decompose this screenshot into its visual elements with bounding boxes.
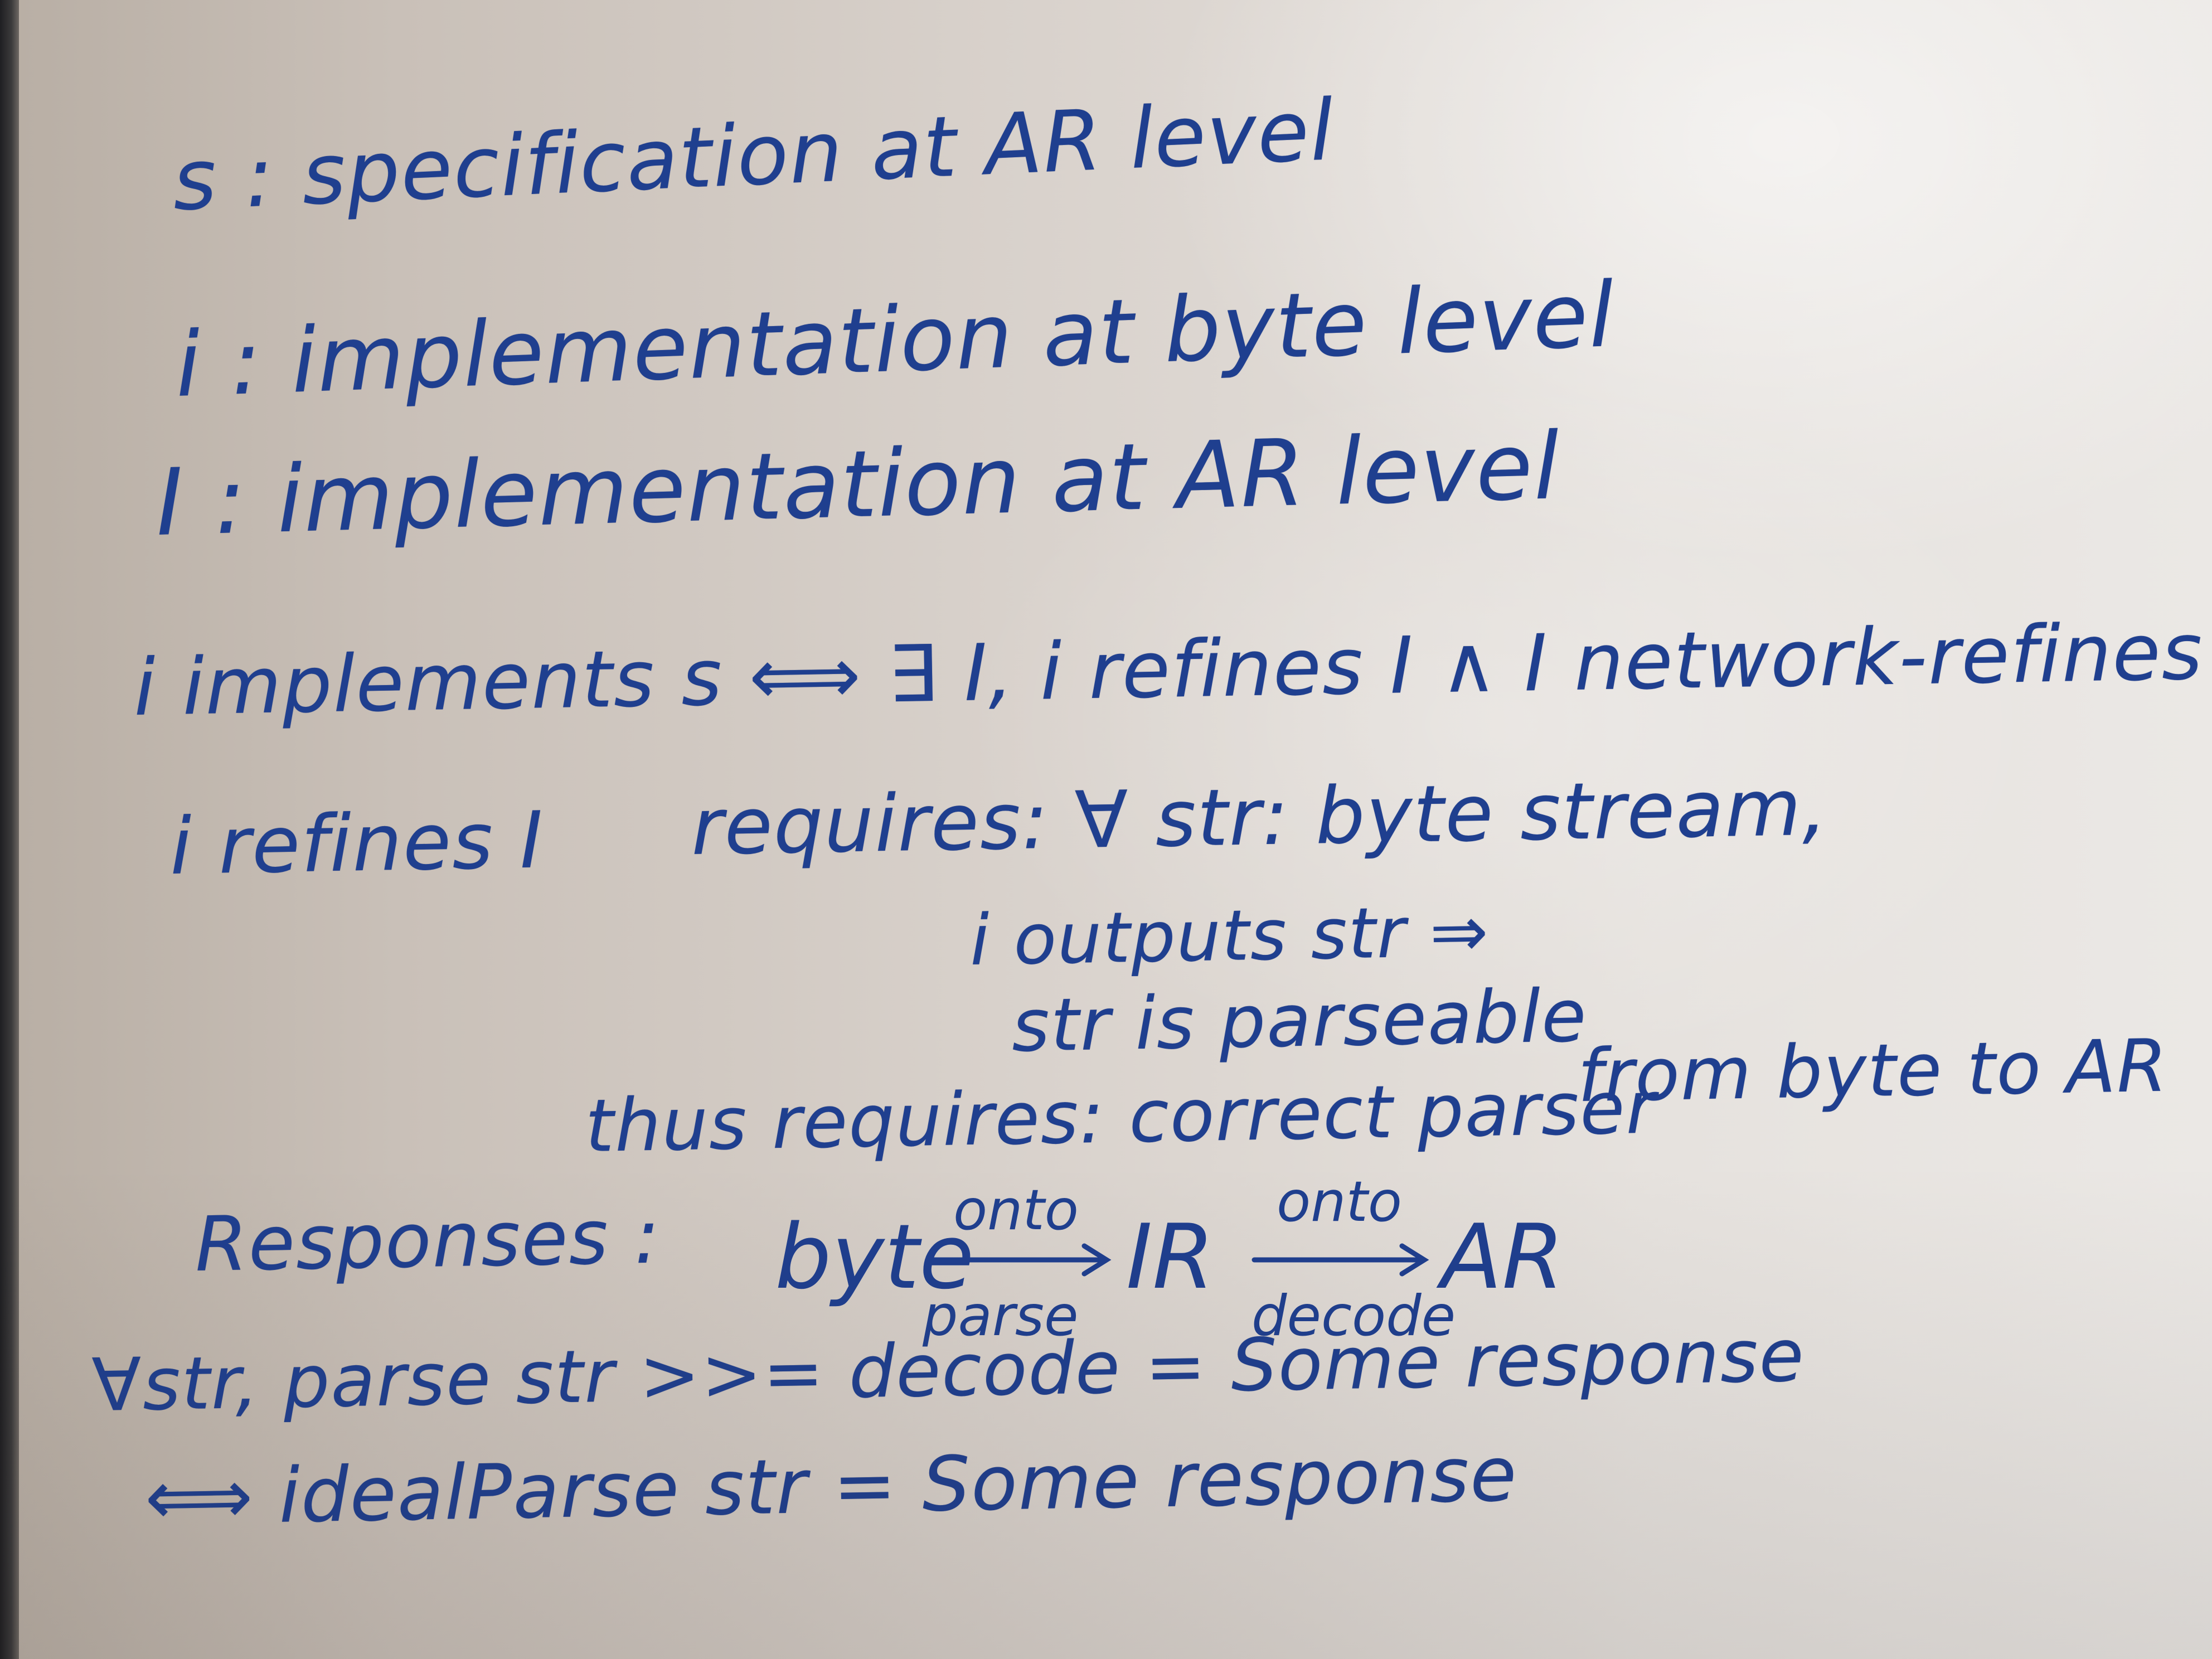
parser-requirement: thus requires: correct parser xyxy=(584,1065,1658,1168)
refines-label: i refines I xyxy=(169,795,545,892)
arrow2-head-icon xyxy=(1399,1243,1429,1277)
ideal-parse-equation: ⟺ idealParse str = Some response xyxy=(144,1430,1519,1542)
arrow1-head-icon xyxy=(1081,1243,1112,1277)
definition-s: s : specification at AR level xyxy=(171,82,1337,230)
definition-i-lower: i : implementation at byte level xyxy=(173,262,1617,417)
diagram-node-ar: AR xyxy=(1436,1205,1564,1309)
parse-decode-diagram: byte onto parse IR onto decode AR xyxy=(775,1176,1564,1348)
diagram-node-ir: IR xyxy=(1126,1205,1214,1309)
responses-heading: Responses : xyxy=(194,1192,662,1288)
implements-definition: i implements s ⟺ ∃ I, i refines I ∧ I ne… xyxy=(133,605,2212,734)
arrow2-top-label: onto xyxy=(1277,1176,1402,1234)
whiteboard-frame-edge xyxy=(0,0,19,1659)
parseable-condition: str is parseable xyxy=(1011,973,1588,1068)
outputs-condition: i outputs str ⇒ xyxy=(969,891,1490,981)
diagram-node-byte: byte xyxy=(775,1205,974,1309)
arrow1-top-label: onto xyxy=(953,1177,1079,1243)
parser-direction: from byte to AR xyxy=(1576,1023,2169,1118)
decode-equation: ∀str, parse str >>= decode = Some respon… xyxy=(91,1313,1806,1428)
arrow1-bottom-label: parse xyxy=(922,1283,1079,1348)
definition-i-upper: I : implementation at AR level xyxy=(154,413,1562,556)
arrow2-bottom-label: decode xyxy=(1251,1283,1456,1348)
refines-requirement: requires: ∀ str: byte stream, xyxy=(690,762,1829,873)
